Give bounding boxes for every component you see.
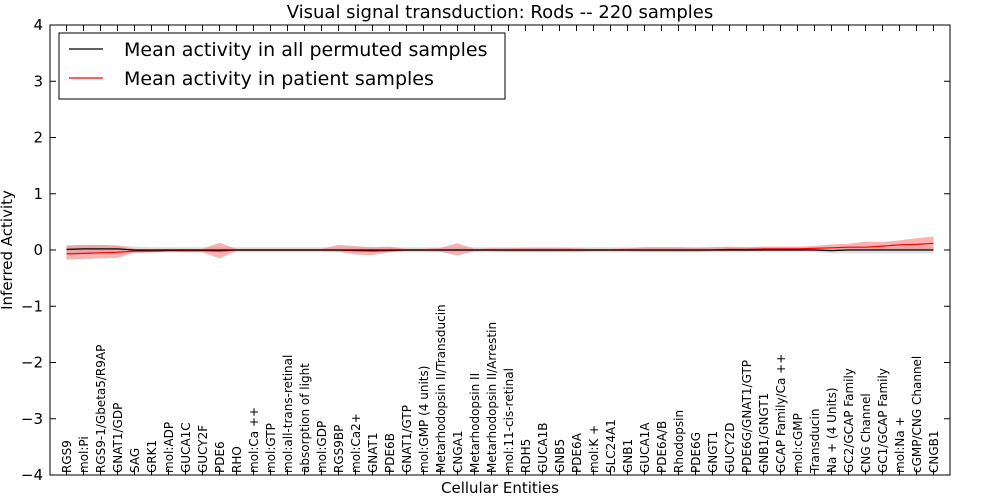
- x-tick-label: RGS9-1/Gbeta5/R9AP: [94, 345, 108, 473]
- x-tick-label: mol:GMP (4 units): [417, 366, 431, 473]
- x-tick-label: GNB1: [621, 439, 635, 473]
- x-tick-label: GNAT1: [366, 432, 380, 473]
- legend-box: [58, 32, 506, 100]
- x-tick-label: PDE6A: [570, 432, 584, 473]
- x-tick-label: GRK1: [145, 440, 159, 473]
- x-tick-label: mol:K +: [587, 425, 601, 473]
- series-lines: [66, 242, 934, 255]
- legend: Mean activity in all permuted samples Me…: [58, 32, 506, 100]
- y-axis: −4 −3 −2 −1 0 1 2 3 4: [21, 16, 950, 484]
- x-tick-label: GNGT1: [706, 431, 720, 473]
- x-tick-label: mol:Ca ++: [247, 407, 261, 473]
- y-tick-label: −2: [21, 354, 43, 372]
- x-tick-label: RGS9BP: [332, 425, 346, 473]
- x-tick-label: cGMP/CNG Channel: [910, 356, 924, 473]
- x-tick-label: Transducin: [808, 409, 822, 474]
- x-tick-label: Metarhodopsin II/Arrestin: [485, 322, 499, 473]
- x-tick-label: CNGB1: [927, 430, 941, 473]
- y-axis-label: Inferred Activity: [0, 190, 16, 310]
- x-tick-label: mol:Ca2+: [349, 413, 363, 473]
- y-tick-label: 0: [33, 241, 43, 259]
- x-tick-label: mol:GTP: [264, 423, 278, 473]
- y-tick-label: 1: [33, 185, 43, 203]
- x-tick-label: PDE6B: [383, 433, 397, 473]
- x-tick-label: mol:all-trans-retinal: [281, 355, 295, 473]
- legend-label-patient: Mean activity in patient samples: [124, 68, 434, 90]
- x-tick-label: GUCY2F: [196, 425, 210, 473]
- y-tick-label: −3: [21, 410, 43, 428]
- x-tick-label: mol:cGMP: [791, 413, 805, 473]
- y-tick-label: 4: [33, 16, 43, 34]
- x-tick-label: PDE6A/B: [655, 421, 669, 473]
- line-series-0: [66, 248, 934, 252]
- x-tick-label: PDE6: [213, 441, 227, 473]
- x-tick-label: GUCY2D: [723, 423, 737, 473]
- x-tick-label: CNG Channel: [859, 393, 873, 473]
- x-tick-label: RHO: [230, 446, 244, 473]
- confidence-bands: [66, 236, 934, 260]
- y-tick-label: −1: [21, 297, 43, 315]
- x-tick-label: RGS9: [60, 440, 74, 473]
- x-tick-label: GUCA1C: [179, 422, 193, 473]
- x-tick-label: mol:Na +: [893, 416, 907, 473]
- x-tick-label: mol:Pi: [77, 436, 91, 473]
- x-tick-label: mol:ADP: [162, 422, 176, 473]
- x-tick-label: Metarhodopsin II: [468, 373, 482, 473]
- band-series-1: [66, 236, 934, 260]
- x-tick-label: mol:GDP: [315, 421, 329, 473]
- x-tick-label: SLC24A1: [604, 419, 618, 473]
- chart-title: Visual signal transduction: Rods -- 220 …: [287, 2, 714, 23]
- x-tick-label: GUCA1B: [536, 422, 550, 473]
- x-tick-label: GNB5: [553, 439, 567, 473]
- x-axis-label: Cellular Entities: [441, 479, 559, 497]
- x-tick-label: GC2/GCAP Family: [842, 368, 856, 473]
- x-tick-label: GUCA1A: [638, 422, 652, 473]
- x-tick-label: GNB1/GNGT1: [757, 393, 771, 473]
- x-tick-label: PDE6G/GNAT1/GTP: [740, 360, 754, 473]
- x-tick-label: GC1/GCAP Family: [876, 368, 890, 473]
- x-tick-label: GCAP Family/Ca ++: [774, 354, 788, 473]
- x-tick-label: mol:11-cis-retinal: [502, 368, 516, 473]
- x-tick-label: GNAT1/GTP: [400, 405, 414, 473]
- y-tick-label: 3: [33, 72, 43, 90]
- x-tick-label: Rhodopsin: [672, 410, 686, 473]
- x-tick-label: absorption of light: [298, 363, 312, 473]
- x-tick-label: Metarhodopsin II/Transducin: [434, 304, 448, 473]
- legend-label-permuted: Mean activity in all permuted samples: [124, 39, 487, 61]
- x-tick-label: SAG: [128, 448, 142, 473]
- x-tick-label: RDH5: [519, 439, 533, 473]
- y-tick-label: −4: [21, 466, 43, 484]
- x-tick-label: CNGA1: [451, 431, 465, 474]
- x-tick-label: Na + (4 Units): [825, 387, 839, 473]
- x-tick-label: GNAT1/GDP: [111, 403, 125, 473]
- y-tick-label: 2: [33, 129, 43, 147]
- x-tick-label: PDE6G: [689, 432, 703, 473]
